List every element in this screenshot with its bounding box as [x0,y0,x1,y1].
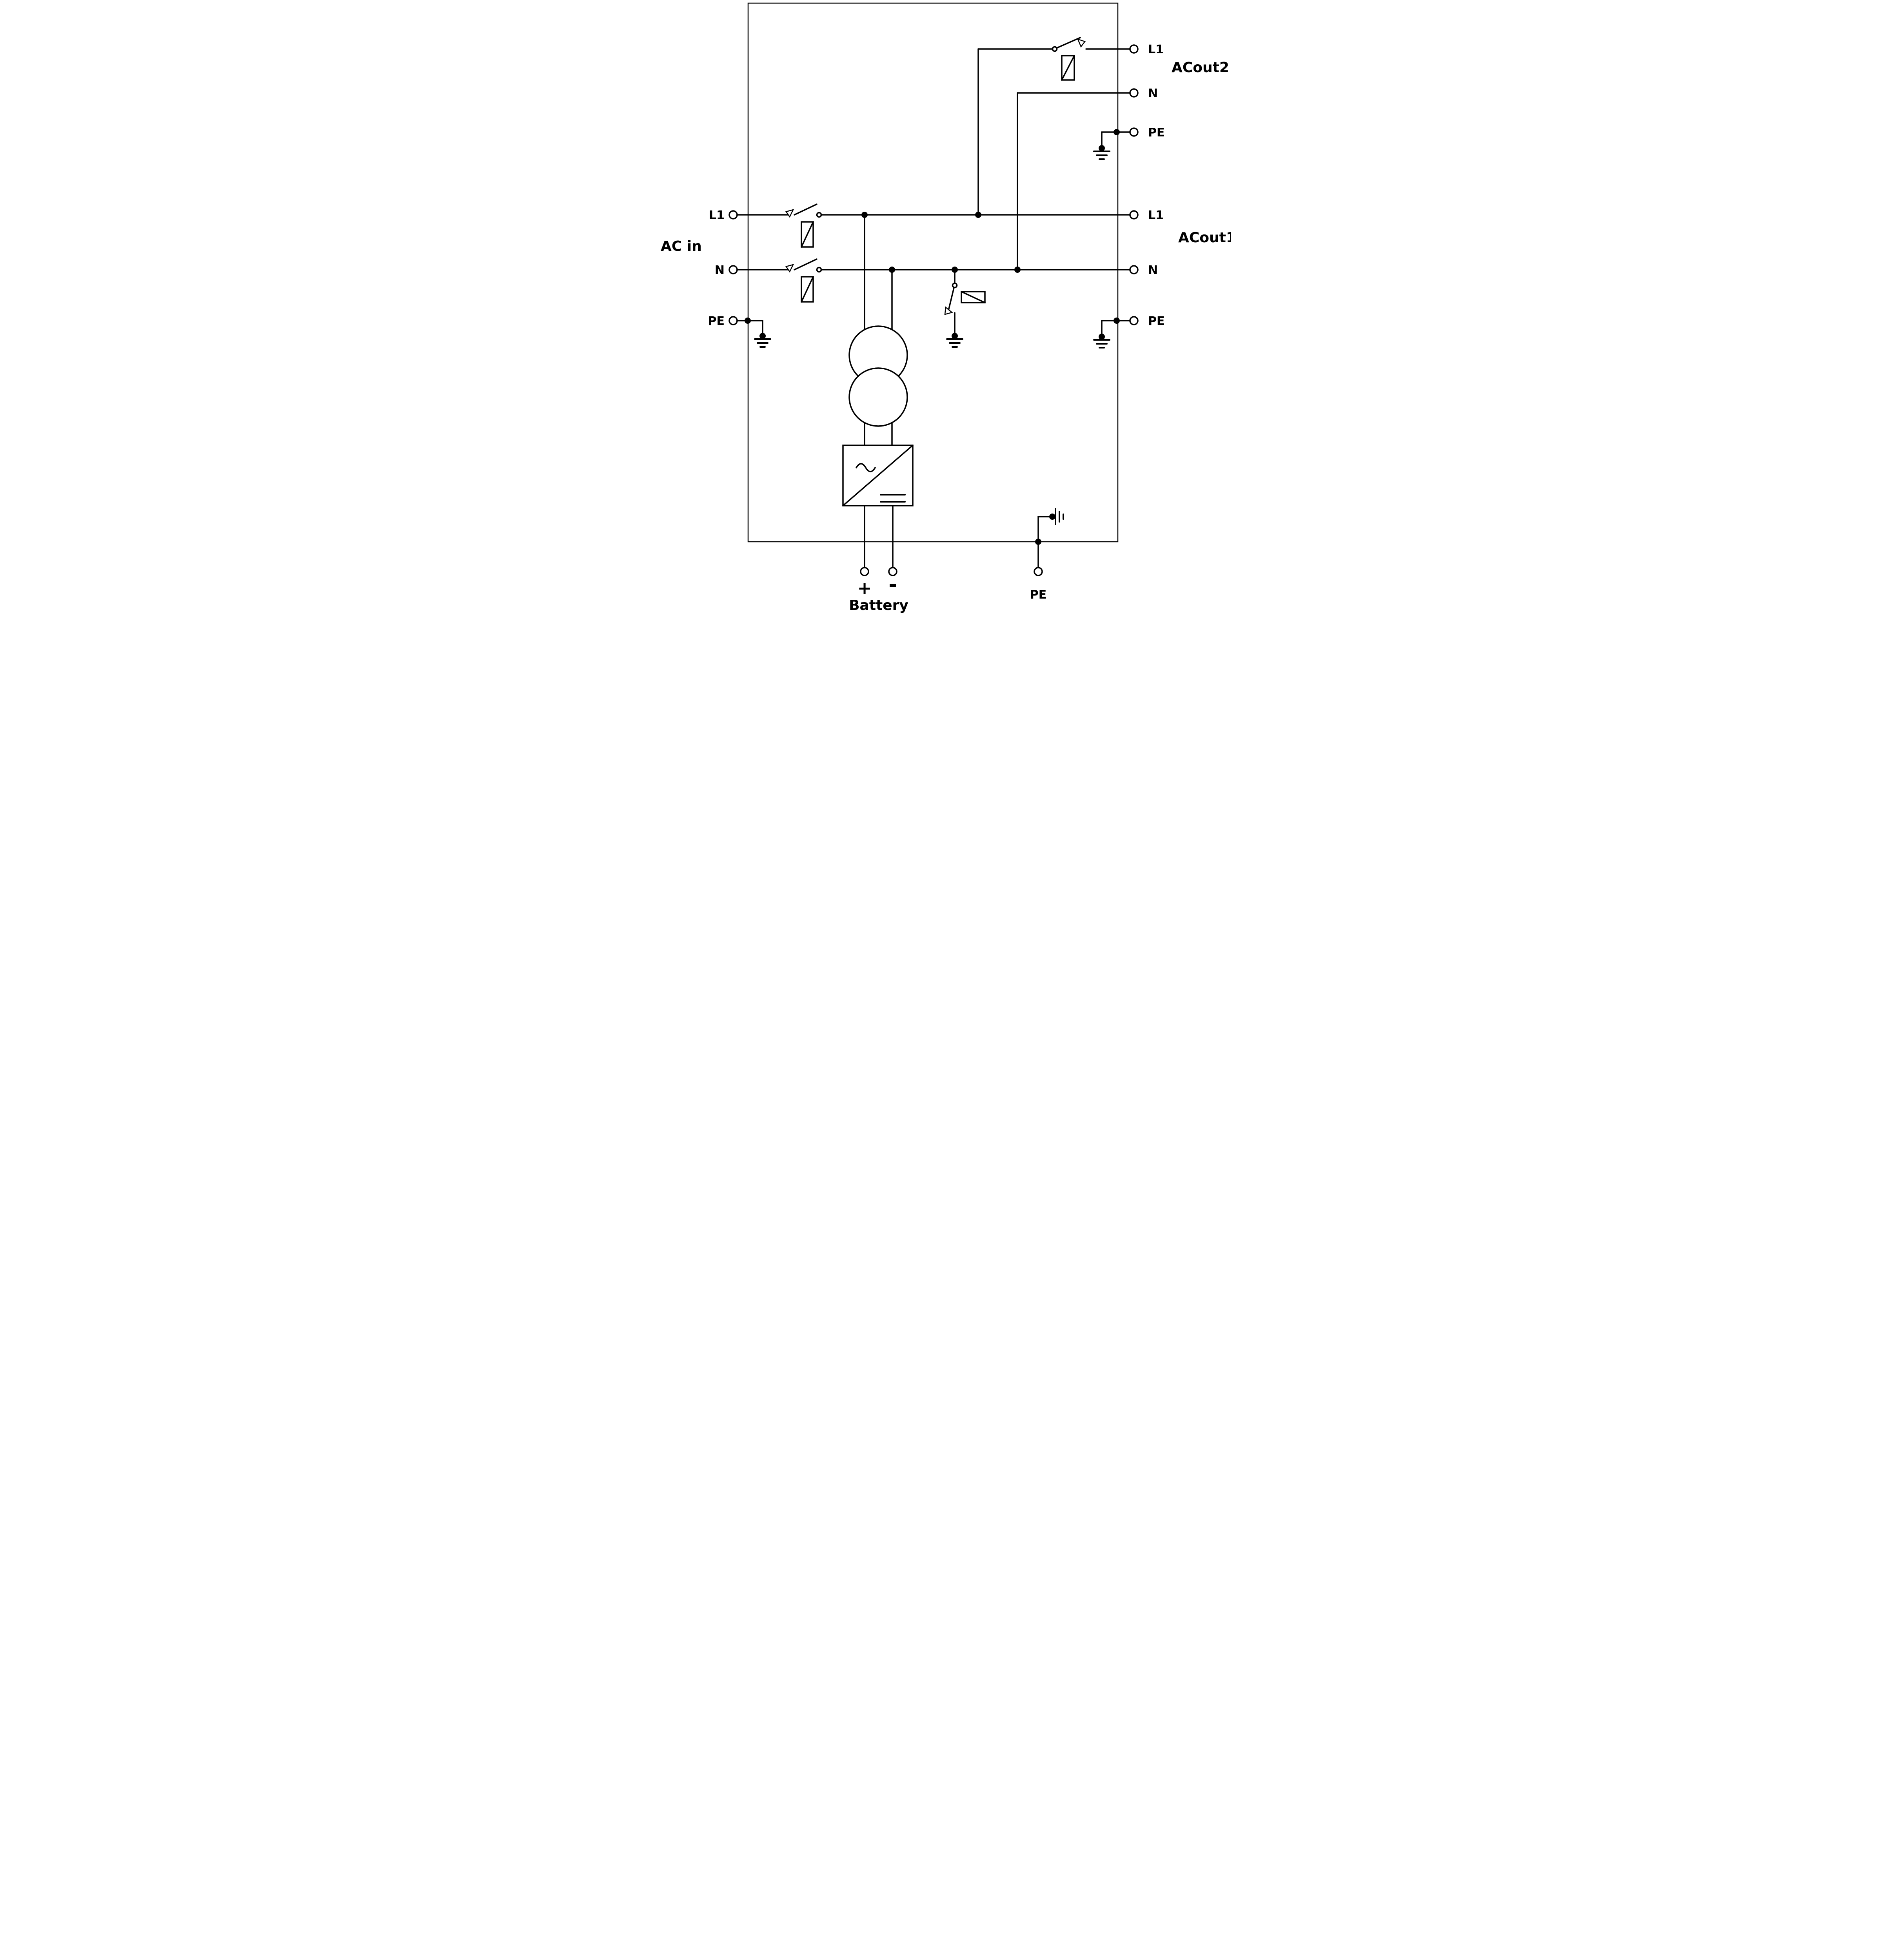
relay-blade [948,287,955,311]
switch-arrow-icon [785,209,794,218]
ac-in-label: AC in [661,238,702,254]
inverter-diagonal [842,445,914,506]
terminal-ac-in-pe [728,316,738,325]
relay-coil-diagonal [1061,55,1075,81]
junction-dot [1114,129,1120,135]
transformer-icon [848,212,908,446]
earth-ground-icon [1093,151,1110,160]
relay-acout2-icon [1052,37,1086,81]
breaker-l1-icon [785,203,822,248]
acout2-group: ACout2 L1 N PE [975,37,1229,273]
acout2-label: ACout2 [1172,60,1229,76]
ac-in-n-label: N [715,263,725,277]
junction-dot [1114,318,1120,324]
breaker-n-icon [785,258,822,303]
transformer-winding-secondary [848,367,908,427]
acout1-label: ACout1 [1178,230,1231,246]
ac-in-l1-label: L1 [709,209,725,222]
battery-label: Battery [849,597,908,613]
acout2-pe-label: PE [1148,126,1164,140]
acout2-n-label: N [1148,87,1158,100]
battery-group: + - Battery [849,505,908,613]
terminal-ac-in-n [728,265,738,274]
relay-coil-diagonal [961,291,986,303]
terminal-acout2-l1 [1129,44,1139,54]
breaker-blade [794,258,817,270]
switch-arrow-icon [1077,38,1086,48]
breaker-element-diagonal [801,276,814,303]
relay-blade [1056,37,1081,49]
inverter-charger-icon [842,445,914,506]
terminal-chassis-pe [1034,567,1043,576]
acout1-n-label: N [1148,263,1158,277]
terminal-acout2-pe [1129,127,1139,137]
dc-symbol-icon [880,494,906,503]
terminal-acout2-n [1129,88,1139,98]
junction-dot [759,333,766,339]
terminal-acout1-n [1129,265,1139,274]
earth-ground-icon [946,338,963,348]
junction-dot [952,333,958,339]
junction-dot [975,212,981,218]
acout1-group: ACout1 L1 N PE [1093,209,1231,348]
enclosure-box [747,2,1119,543]
relay-contact [952,282,958,289]
chassis-pe-label: PE [1030,588,1046,602]
wiring-diagram: AC in L1 N PE [661,2,1231,613]
terminal-acout1-pe [1129,316,1139,325]
breaker-contact [816,212,822,218]
breaker-contact [816,267,822,273]
earth-ground-icon [754,338,771,348]
terminal-ac-in-l1 [728,210,738,220]
junction-dot [1035,539,1041,545]
terminal-battery-plus [860,567,869,576]
ac-in-group: AC in L1 N PE [661,203,1131,348]
ground-relay-group [944,267,986,348]
breaker-element-diagonal [801,221,814,248]
ac-sine-icon [856,463,876,472]
junction-dot [1099,334,1105,340]
chassis-pe-group: PE [1030,508,1064,602]
ac-in-pe-label: PE [708,314,725,328]
junction-dot [1049,514,1055,520]
terminal-battery-minus [888,567,897,576]
relay-contact [1052,46,1058,52]
battery-minus-label: - [888,573,897,596]
earth-ground-icon [1093,339,1110,348]
switch-arrow-icon [944,306,953,315]
earth-ground-icon [1055,508,1064,525]
junction-dot [745,318,751,324]
schematic-page: AC in L1 N PE [651,0,1231,614]
switch-arrow-icon [785,264,794,273]
breaker-blade [794,203,817,216]
acout1-pe-label: PE [1148,314,1164,328]
junction-dot [1099,145,1105,151]
acout1-l1-label: L1 [1148,209,1164,222]
acout2-l1-label: L1 [1148,43,1164,56]
junction-dot [1014,267,1021,273]
terminal-acout1-l1 [1129,210,1139,220]
battery-plus-label: + [857,578,872,598]
